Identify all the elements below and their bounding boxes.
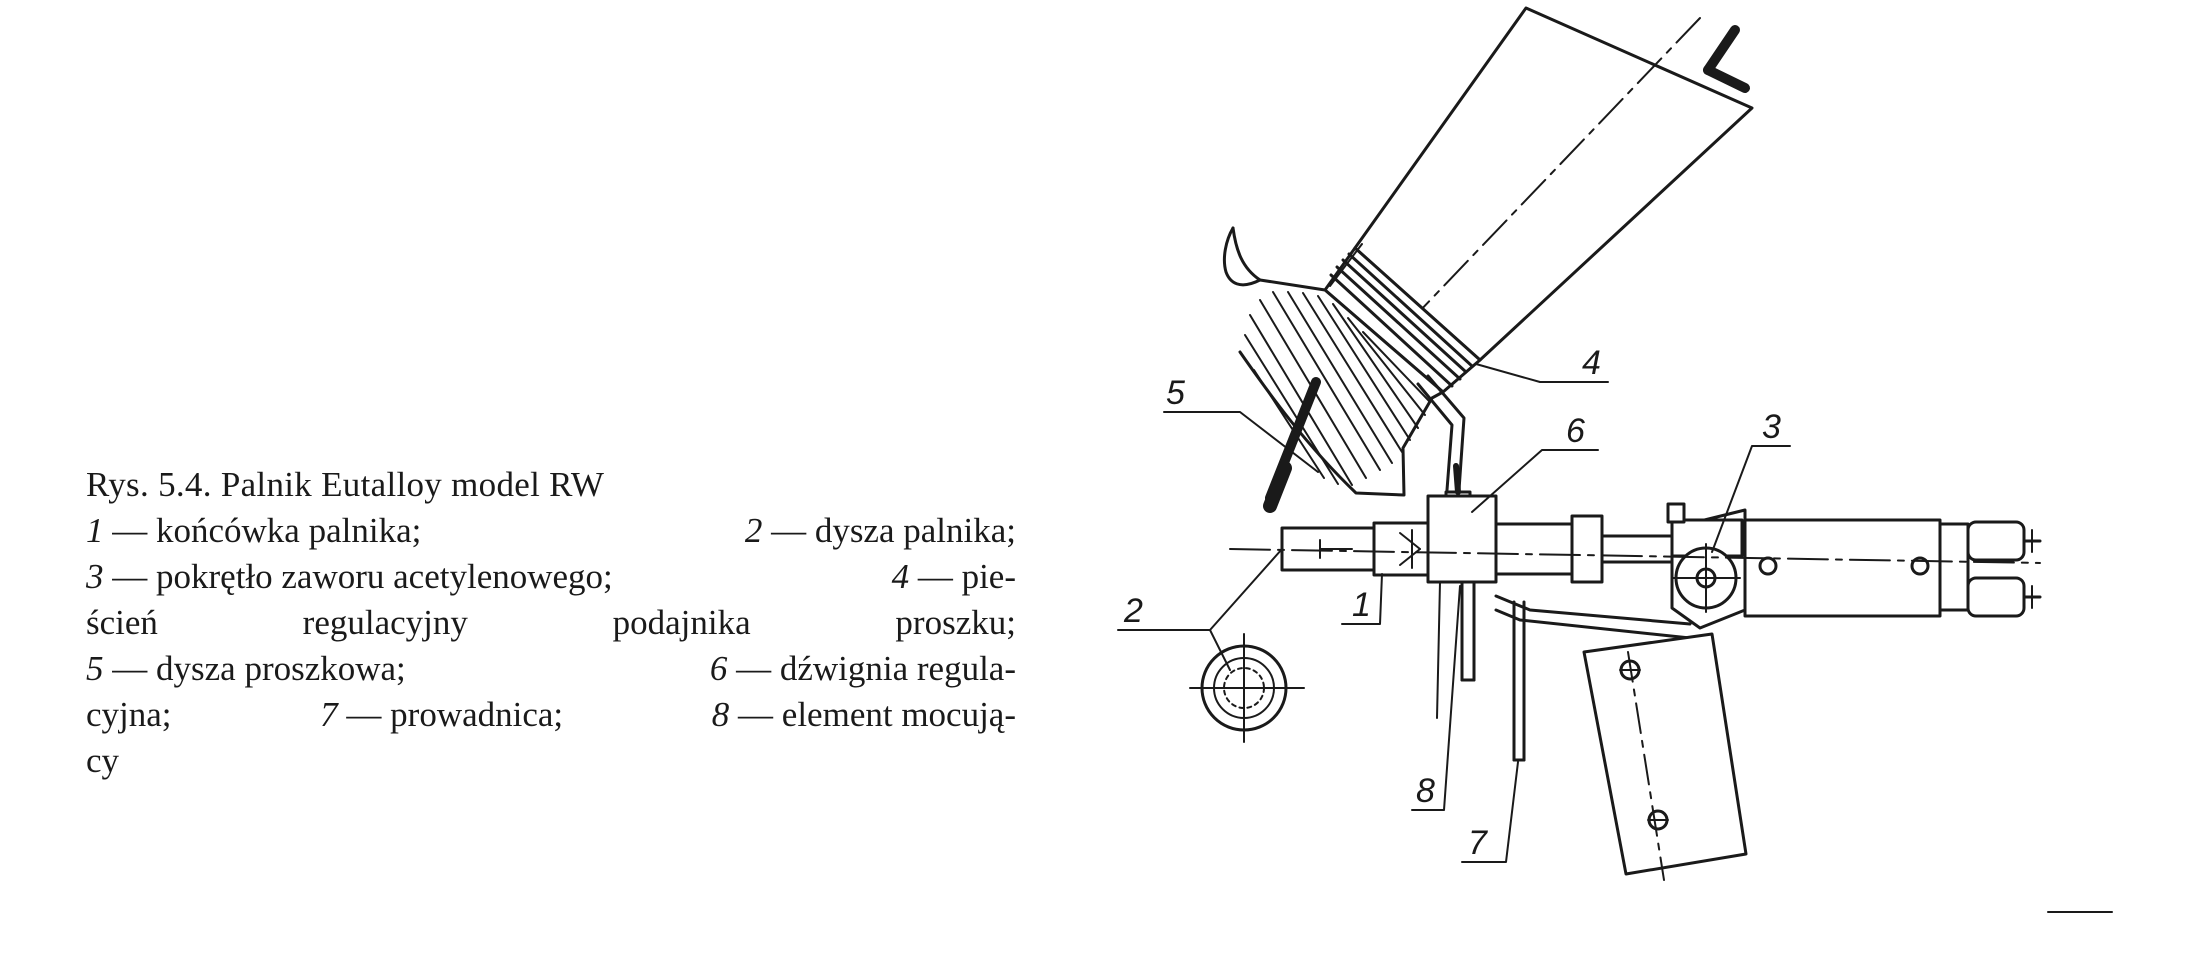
hose-connectors [1966,520,2042,618]
valve-block [1666,502,1970,630]
legend-number: 5 [86,649,104,688]
part-label-4: 4 [1582,344,1601,382]
guide-rod [1512,600,1526,762]
caption-legend: 1 — końcówka palnika;2 — dysza palnika;3… [86,508,1016,784]
legend-number: 4 [891,557,910,596]
legend-text: — dysza proszkowa; [103,649,406,688]
legend-text: — prowadnica; [337,695,564,734]
caption-segment: 7 — prowadnica; [320,692,563,738]
legend-text: podajnika [612,603,751,642]
legend-number: 6 [709,649,728,688]
legend-number: 1 [86,511,104,550]
caption-line: ścień regulacyjny podajnika proszku; [86,600,1016,646]
legend-number: 7 [320,695,338,734]
caption-segment: 2 — dysza palnika; [745,508,1016,554]
caption-line: cyjna; 7 — prowadnica; 8 — element mocują… [86,692,1016,738]
legend-text: — pie- [909,557,1016,596]
caption-segment: ścień [86,600,158,646]
caption-segment: regulacyjny [303,600,468,646]
torch-tip [1280,521,1430,577]
part-label-1: 1 [1352,586,1371,624]
figure-caption: Rys. 5.4. Palnik Eutalloy model RW 1 — k… [86,462,1016,784]
caption-title: Rys. 5.4. Palnik Eutalloy model RW [86,465,605,504]
legend-text: proszku; [895,603,1016,642]
legend-text: — końcówka palnika; [103,511,422,550]
caption-line: 5 — dysza proszkowa; 6 — dźwignia regula- [86,646,1016,692]
caption-segment: 3 — pokrętło zaworu acetylenowego; [86,554,613,600]
part-label-8: 8 [1416,772,1435,810]
caption-segment: cy [86,738,119,784]
leader-lines [1117,363,1791,863]
powder-hopper [1222,226,1445,497]
caption-segment: 8 — element mocują- [712,692,1016,738]
legend-text: cy [86,741,120,780]
nozzle-end-view [1189,633,1305,743]
gas-tube [1494,514,1692,640]
caption-line: 3 — pokrętło zaworu acetylenowego; 4 — pi… [86,554,1016,600]
caption-segment: cyjna; [86,692,172,738]
legend-text: ścień [86,603,158,642]
powder-nozzle [1263,377,1321,513]
legend-text: — element mocują- [729,695,1016,734]
caption-segment: 6 — dźwignia regula- [710,646,1016,692]
legend-text: — dźwignia regula- [727,649,1016,688]
legend-text: — pokrętło zaworu acetylenowego; [103,557,613,596]
part-label-3: 3 [1762,408,1781,446]
part-label-7: 7 [1468,824,1488,862]
regulating-ring [1323,243,1482,394]
caption-segment: podajnika [613,600,751,646]
mounting-element [1426,494,1498,719]
legend-number: 3 [86,557,104,596]
caption-segment: 1 — końcówka palnika; [86,508,421,554]
caption-segment: 4 — pie- [892,554,1016,600]
legend-number: 2 [744,511,763,550]
caption-segment: proszku; [895,600,1016,646]
torch-handle [1582,632,1748,881]
part-label-2: 2 [1123,592,1143,630]
legend-text: — dysza palnika; [762,511,1016,550]
part-label-6: 6 [1566,412,1585,450]
legend-text: cyjna; [86,695,172,734]
legend-text: regulacyjny [302,603,468,642]
axis-line [1229,548,2041,564]
legend-number: 8 [711,695,730,734]
caption-line: 1 — końcówka palnika; 2 — dysza palnika; [86,508,1016,554]
part-label-5: 5 [1166,374,1185,412]
caption-segment: 5 — dysza proszkowa; [86,646,406,692]
caption-line: cy [86,738,1016,784]
acetylene-valve-knob [1671,543,1930,613]
